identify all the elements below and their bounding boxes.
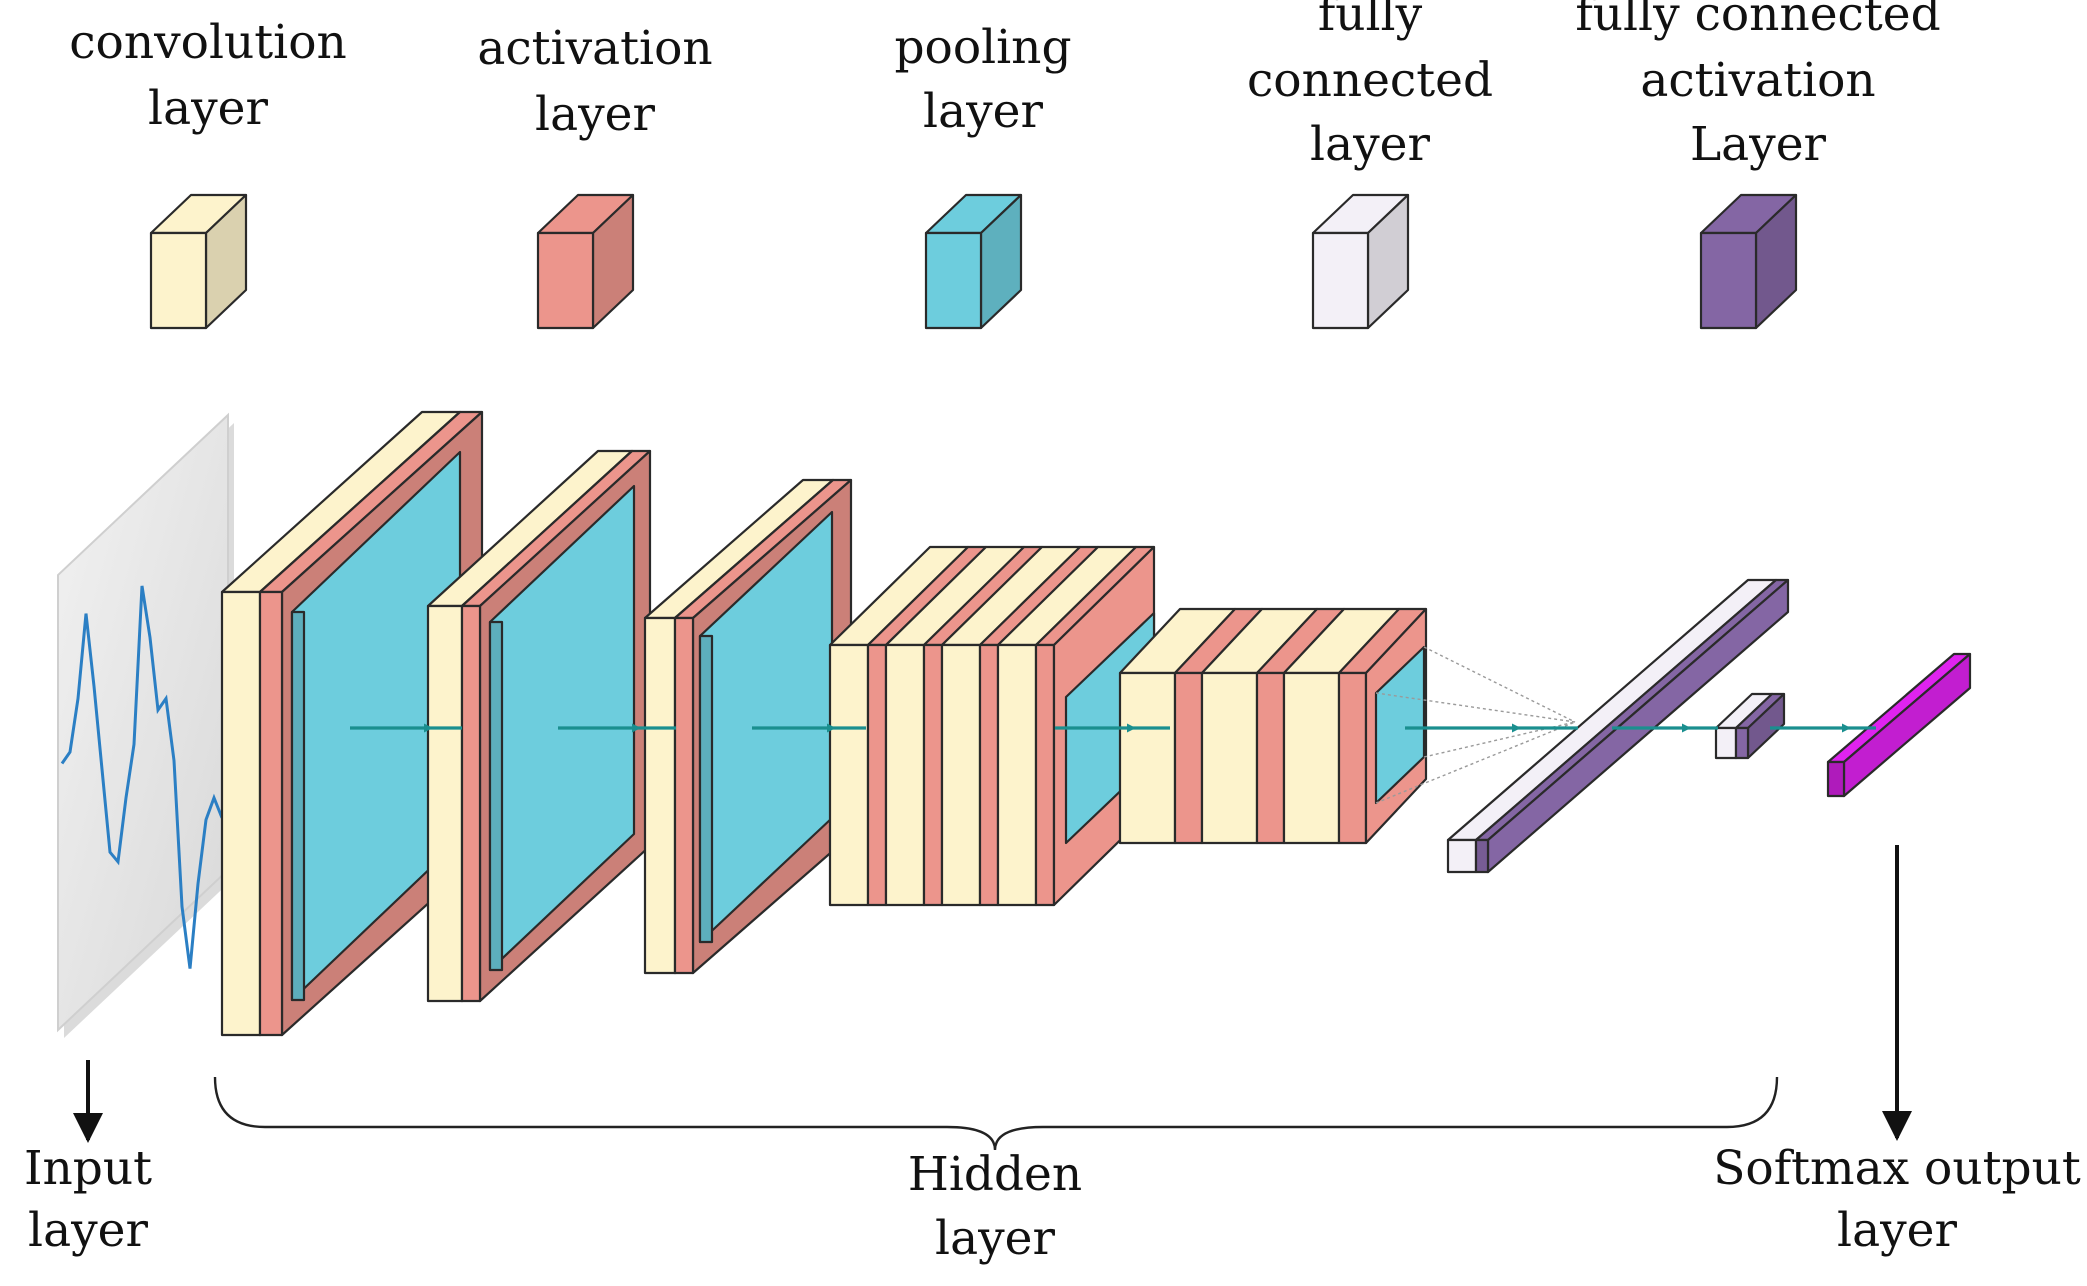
legend-label-2-line1: activation: [477, 21, 712, 76]
legend-label-5-line3: Layer: [1690, 117, 1827, 172]
softmax-output-label-line1: Softmax output: [1713, 1141, 2081, 1196]
legend: convolution layer activation layer pooling la…: [69, 0, 1941, 330]
fc-activation-bar-front: [1474, 838, 1490, 874]
input-layer-label-line1: Input: [24, 1141, 152, 1196]
legend-label-1-line2: layer: [148, 81, 268, 136]
legend-item-4: fully connected layer: [1247, 0, 1493, 330]
legend-item-1: convolution layer: [69, 15, 347, 330]
legend-label-1-line1: convolution: [69, 15, 347, 70]
input-signal-panel: [57, 412, 234, 1038]
softmax-output-bar: [1826, 652, 1972, 798]
stack4-front-stripe-8: [1034, 643, 1056, 907]
stack-1: [220, 410, 484, 1037]
fc-small-cube-activation: [1734, 692, 1786, 760]
stack-5: [1118, 607, 1576, 845]
legend-label-3-line2: layer: [923, 84, 1043, 139]
legend-label-5-line2: activation: [1640, 53, 1875, 108]
stack2-pooling-edge: [488, 620, 504, 972]
stack5-front-stripe-1: [1118, 671, 1177, 845]
stack5-front-stripe-5: [1282, 671, 1341, 845]
input-layer-label-line2: layer: [28, 1203, 148, 1258]
stack1-pooling-edge: [290, 610, 306, 1002]
stack5-front-stripe-4: [1255, 671, 1286, 845]
stack4-front-stripe-2: [866, 643, 888, 907]
projection-lines: [1375, 646, 1576, 804]
signal-waveform: [60, 585, 224, 969]
hidden-layer-stacks: [220, 410, 1972, 1037]
legend-cube-5: [1699, 193, 1798, 330]
hidden-layer-label-line1: Hidden: [908, 1147, 1082, 1202]
stack4-front-stripe-1: [828, 643, 870, 907]
legend-cube-3: [924, 193, 1023, 330]
legend-item-2: activation layer: [477, 21, 713, 330]
legend-label-4-line2: connected: [1247, 53, 1493, 108]
fc-bar-front: [1446, 838, 1478, 874]
fc-layer-bar: [1446, 578, 1790, 874]
stack4-front-stripe-6: [978, 643, 1000, 907]
legend-cube-2: [536, 193, 635, 330]
legend-label-4-line3: layer: [1310, 117, 1430, 172]
legend-cube-1: [149, 193, 248, 330]
hidden-layer-brace: [213, 1076, 1779, 1151]
stack-4: [828, 545, 1156, 907]
legend-label-4-line1: fully: [1318, 0, 1423, 42]
stack5-front-stripe-6: [1337, 671, 1368, 845]
stack4-front-stripe-4: [922, 643, 944, 907]
softmax-output-label-line2: layer: [1837, 1203, 1957, 1258]
stack3-pooling-edge: [698, 634, 714, 944]
stack4-front-stripe-3: [884, 643, 926, 907]
legend-label-3-line1: pooling: [894, 20, 1071, 75]
legend-cube-4: [1311, 193, 1410, 330]
fc-small-cube: [1714, 692, 1786, 760]
stack4-front-stripe-7: [996, 643, 1038, 907]
legend-item-3: pooling layer: [894, 20, 1072, 330]
bottom-annotations: Input layer Hidden layer Softmax output …: [24, 845, 2081, 1266]
hidden-layer-label-line2: layer: [935, 1211, 1055, 1266]
stack5-front-stripe-2: [1173, 671, 1204, 845]
stack5-front-stripe-3: [1200, 671, 1259, 845]
legend-label-5-line1: fully connected: [1575, 0, 1940, 42]
stack4-front-stripe-5: [940, 643, 982, 907]
legend-label-2-line2: layer: [535, 87, 655, 142]
